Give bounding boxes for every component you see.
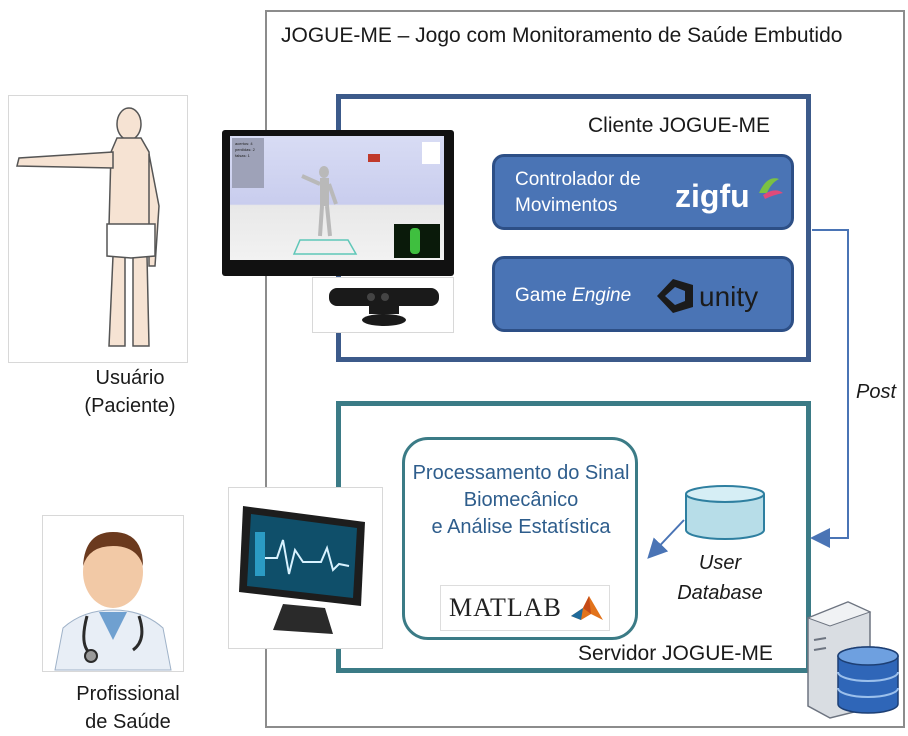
patient-label: Usuário (Paciente) (60, 364, 200, 420)
kinect-sensor-panel (312, 277, 454, 333)
monitor-panel (228, 487, 383, 649)
patient-label-line1: Usuário (95, 367, 165, 389)
game-screen: acertos: 4 perdidas: 2 falsas: 1 (222, 130, 454, 276)
processing-box (402, 437, 638, 640)
hud-line1: acertos: 4 (235, 141, 253, 146)
doctor-panel (42, 515, 184, 672)
client-title: Cliente JOGUE-ME (588, 114, 771, 137)
game-target-icon (368, 154, 380, 162)
database-label: User Database (660, 548, 780, 608)
matlab-membrane-icon (571, 596, 603, 620)
matlab-logo-text: MATLAB (449, 593, 562, 622)
system-frame (265, 10, 905, 728)
processing-label: Processamento do Sinal Biomecânico e Aná… (400, 460, 642, 541)
professional-label: Profissional de Saúde (58, 680, 198, 736)
professional-label-line2: de Saúde (85, 711, 171, 733)
doctor-icon (54, 532, 172, 671)
processing-line2: Biomecânico (463, 489, 579, 511)
zigfu-logo-text: zigfu (675, 178, 750, 214)
game-avatar-icon (292, 166, 358, 255)
patient-panel (8, 95, 188, 363)
unity-logo-text: unity (699, 281, 758, 312)
game-minimap (422, 142, 440, 164)
depth-camera-view (394, 224, 440, 258)
db-to-processing-arrow (647, 519, 685, 559)
database-line2: Database (677, 582, 763, 604)
professional-label-line1: Profissional (76, 683, 180, 705)
processing-line1: Processamento do Sinal (412, 462, 630, 484)
post-label: Post (856, 381, 897, 403)
database-line1: User (698, 552, 742, 574)
movement-controller-box: Controlador de Movimentos zigfu (492, 154, 794, 230)
server-title: Servidor JOGUE-ME (578, 642, 773, 665)
engine-label-prefix: Game (515, 285, 573, 306)
hud-line2: perdidas: 2 (235, 147, 255, 152)
engine-label-italic: Engine (572, 285, 632, 306)
controller-label-line2: Movimentos (515, 195, 618, 216)
monitor-icon (239, 506, 365, 634)
system-title: JOGUE-ME – Jogo com Monitoramento de Saú… (281, 24, 843, 47)
server-database-icon (806, 601, 899, 719)
zigfu-logo-icon: zigfu (675, 178, 783, 214)
unity-logo-icon: unity (657, 279, 758, 313)
patient-label-line2: (Paciente) (84, 395, 176, 417)
game-engine-box: Game Engine unity (492, 256, 794, 332)
hud-line3: falsas: 1 (235, 153, 250, 158)
controller-label-line1: Controlador de (515, 169, 641, 190)
game-engine-label: Game Engine (515, 285, 631, 307)
kinect-sensor-icon (329, 288, 439, 326)
game-scene: acertos: 4 perdidas: 2 falsas: 1 (230, 136, 444, 260)
post-arrow (810, 229, 849, 548)
database-icon (685, 485, 765, 540)
patient-body-icon (16, 107, 160, 347)
processing-line3: e Análise Estatística (431, 516, 611, 538)
game-hud: acertos: 4 perdidas: 2 falsas: 1 (232, 138, 264, 188)
matlab-logo: MATLAB (440, 585, 610, 631)
movement-controller-label: Controlador de Movimentos (515, 167, 641, 219)
